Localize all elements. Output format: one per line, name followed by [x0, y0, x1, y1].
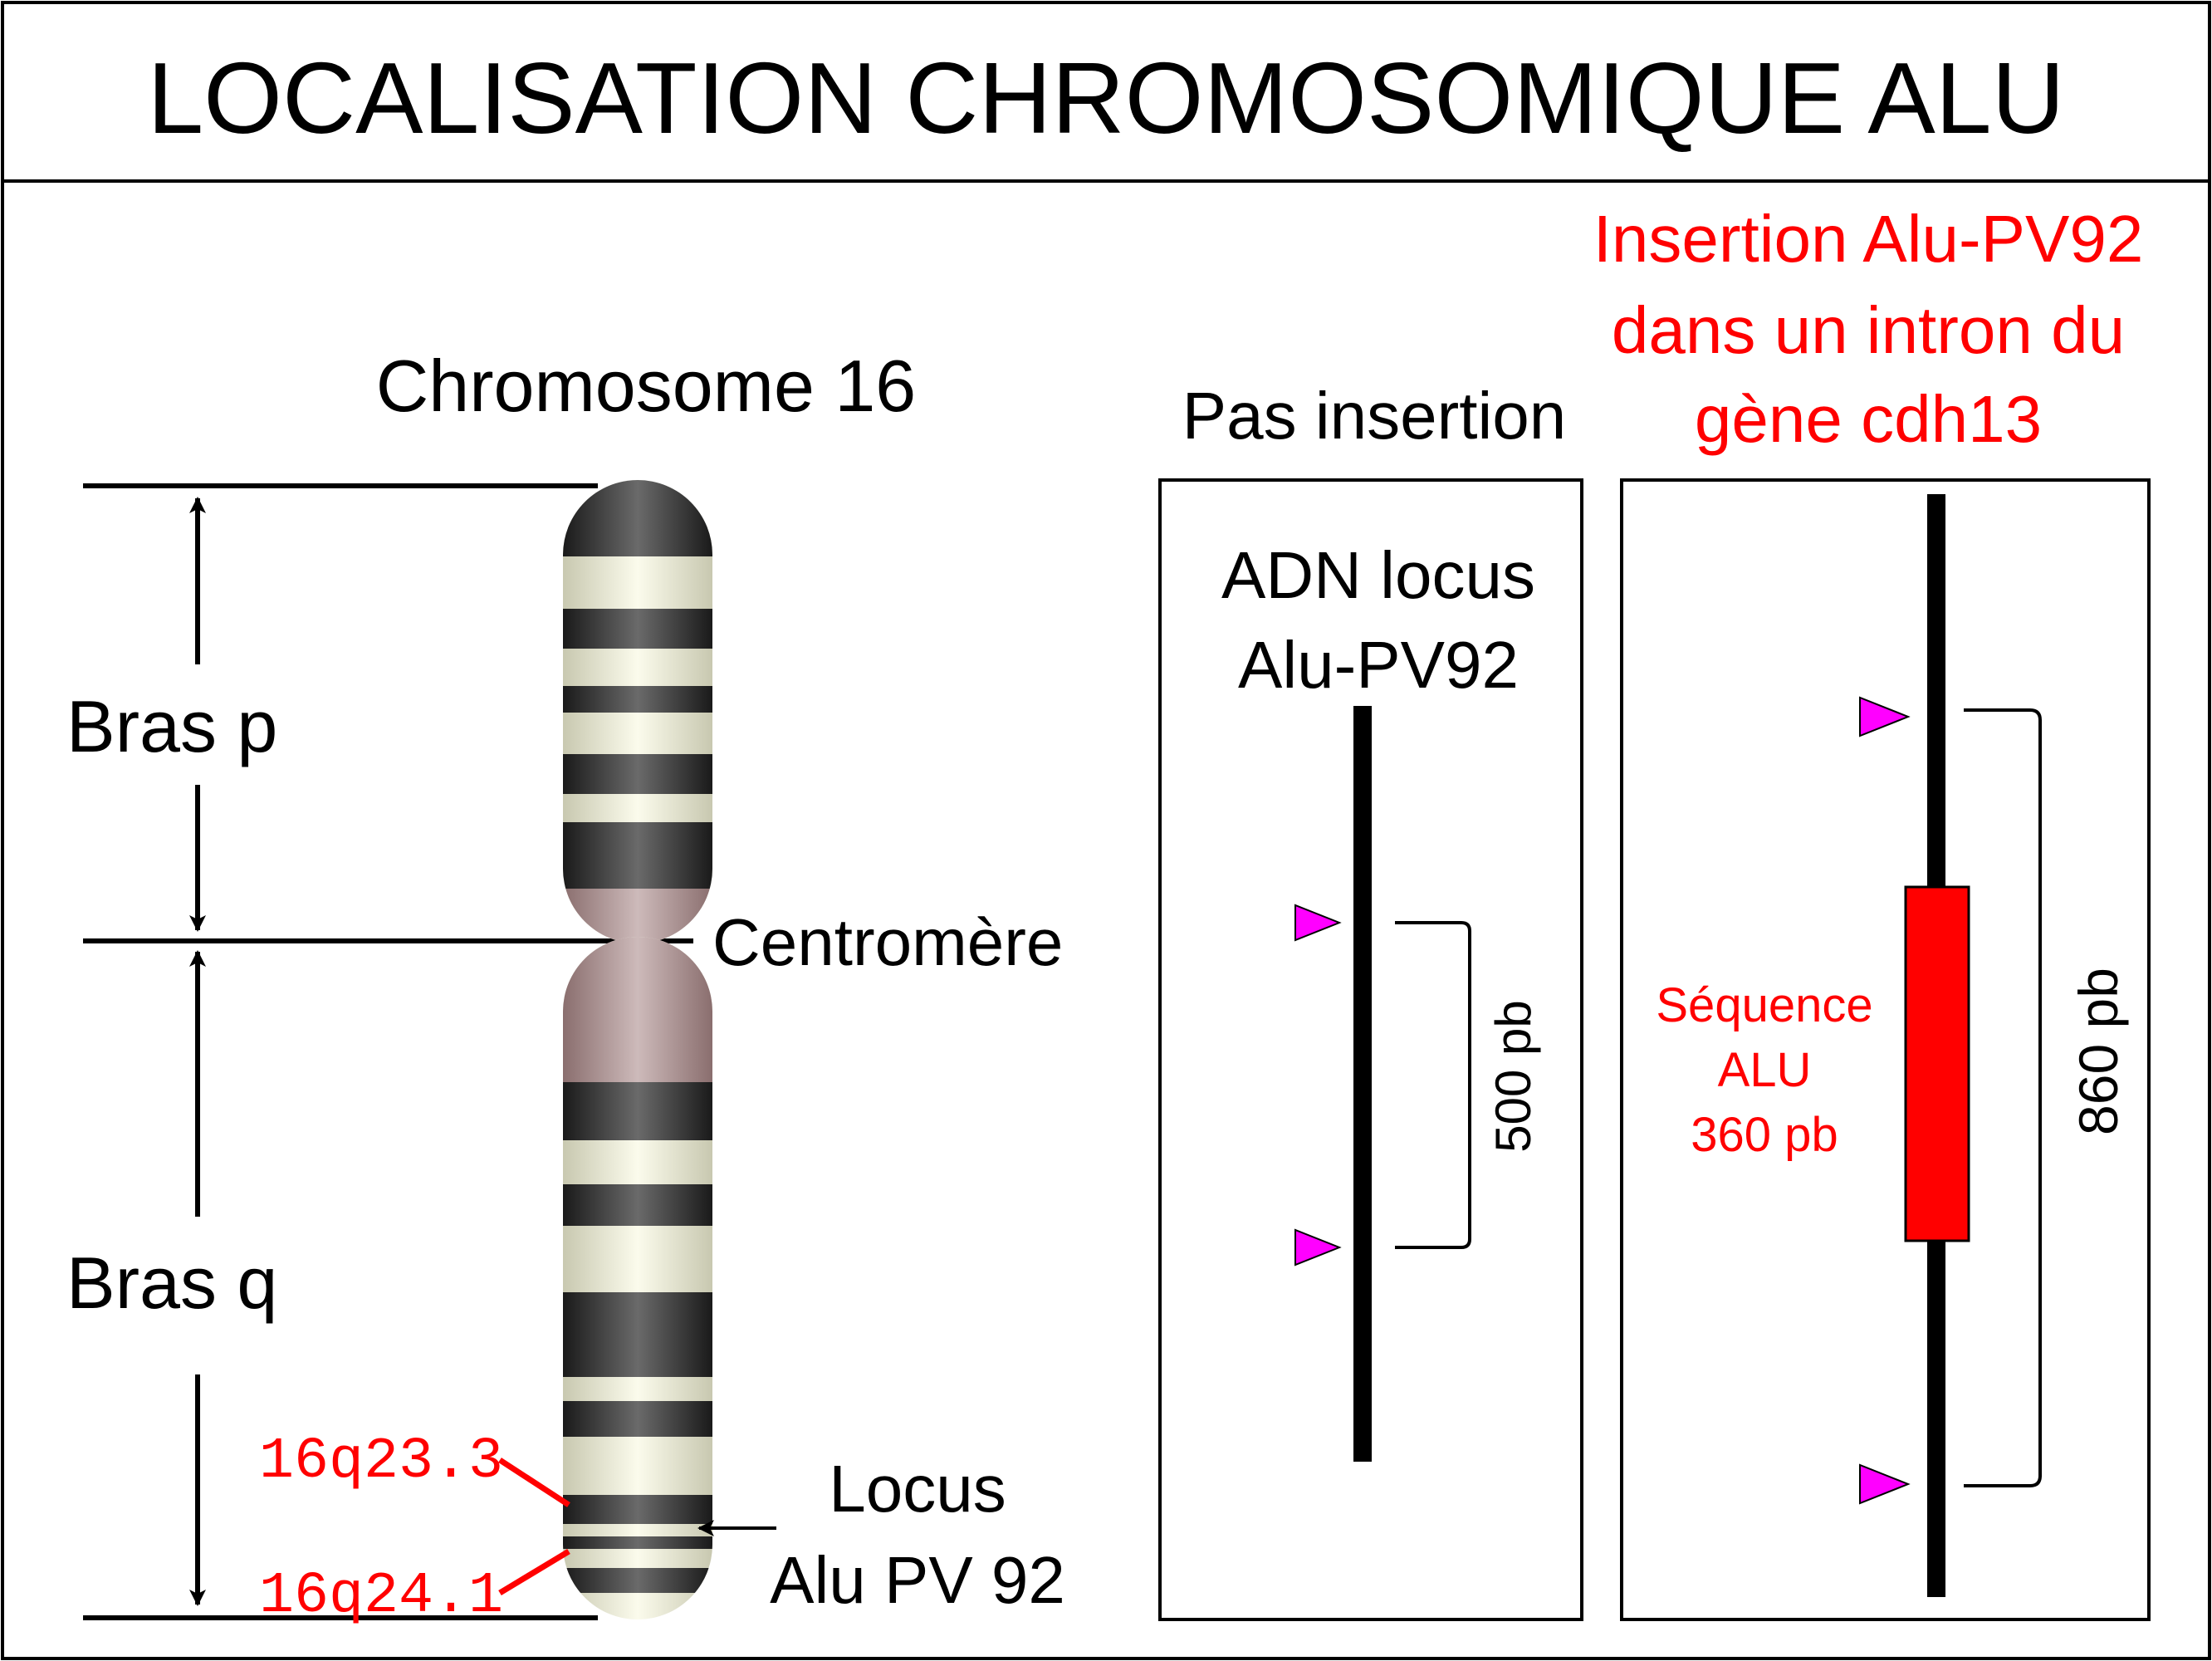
- panel-insertion-header-line3: gène cdh13: [1695, 382, 2042, 456]
- centromere-label: Centromère: [712, 905, 1063, 979]
- chromosome-p-arm: [563, 480, 712, 943]
- size-label-860: 860 pb: [2068, 968, 2129, 1135]
- band-pointer-upper: [498, 1458, 570, 1507]
- band-label-16q24-1: 16q24.1: [259, 1564, 503, 1629]
- band-label-16q23-3: 16q23.3: [259, 1429, 503, 1495]
- panel-no-insertion-box: [1158, 478, 1583, 1621]
- panel-insertion-header-line1: Insertion Alu-PV92: [1593, 202, 2144, 276]
- primer-marker-top: [1294, 904, 1342, 942]
- panel-no-insertion-label-line1: ADN locus: [1221, 538, 1535, 612]
- panel-insertion-header-line2: dans un intron du: [1612, 293, 2125, 367]
- size-bracket-500: [1395, 921, 1471, 1249]
- panel-no-insertion-header: Pas insertion: [1182, 379, 1566, 453]
- locus-label-line2: Alu PV 92: [770, 1543, 1065, 1617]
- alu-sequence-block: [1904, 885, 1970, 1242]
- chromosome-name: Chromosome 16: [376, 345, 917, 427]
- arm-q-label: Bras q: [66, 1242, 277, 1324]
- size-label-500: 500 pb: [1485, 1000, 1541, 1153]
- band-pointer-lower: [498, 1549, 570, 1595]
- primer-marker-top-insertion: [1859, 696, 1911, 737]
- alu-label-line2: ALU: [1718, 1043, 1812, 1097]
- panel-insertion-box: [1620, 478, 2151, 1621]
- chromosome-q-arm: [563, 937, 712, 1619]
- locus-label-line1: Locus: [829, 1452, 1006, 1526]
- primer-marker-bottom-insertion: [1859, 1463, 1911, 1505]
- primer-marker-bottom: [1294, 1228, 1342, 1267]
- alu-label-line1: Séquence: [1656, 978, 1872, 1032]
- panel-no-insertion-label-line2: Alu-PV92: [1238, 628, 1519, 702]
- arm-p-label: Bras p: [66, 685, 277, 767]
- size-bracket-860: [1964, 708, 2042, 1487]
- alu-label-line3: 360 pb: [1691, 1108, 1838, 1162]
- dna-strand-no-insertion: [1353, 706, 1372, 1462]
- page-title: LOCALISATION CHROMOSOMIQUE ALU: [147, 42, 2064, 154]
